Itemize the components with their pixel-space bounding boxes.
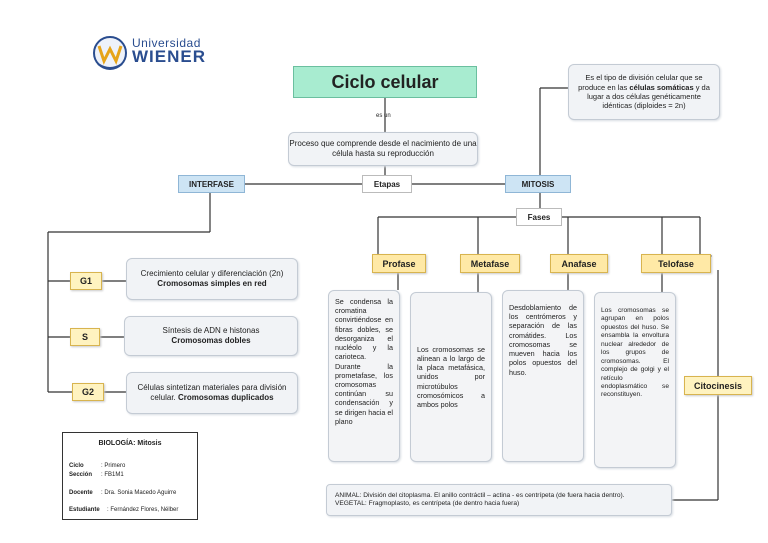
g1-description: Crecimiento celular y diferenciación (2n… bbox=[126, 258, 298, 300]
interfase-node: INTERFASE bbox=[178, 175, 245, 193]
stage-g1: G1 bbox=[70, 272, 102, 290]
mitosis-definition: Es el tipo de división celular que se pr… bbox=[568, 64, 720, 120]
logo-text-universidad: Universidad bbox=[132, 36, 201, 50]
fases-label: Fases bbox=[516, 208, 562, 226]
anafase-description: Desdoblamiento de los centrómeros y sepa… bbox=[502, 290, 584, 462]
stage-g2: G2 bbox=[72, 383, 104, 401]
citocinesis-node: Citocinesis bbox=[684, 376, 752, 395]
stage-s: S bbox=[70, 328, 100, 346]
phase-metafase: Metafase bbox=[460, 254, 520, 273]
citocinesis-vegetal: VEGETAL: Fragmoplasto, es centrípeta (de… bbox=[335, 500, 520, 507]
connector-label-es-un: es un bbox=[376, 113, 391, 119]
etapas-label: Etapas bbox=[362, 175, 412, 193]
info-row-ciclo: Ciclo: Primero bbox=[69, 463, 126, 469]
phase-telofase: Telofase bbox=[641, 254, 711, 273]
mitosis-node: MITOSIS bbox=[505, 175, 571, 193]
university-logo bbox=[93, 36, 127, 70]
info-title: BIOLOGÍA: Mitosis bbox=[98, 440, 162, 447]
g2-description: Células sintetizan materiales para divis… bbox=[126, 372, 298, 414]
diagram-title: Ciclo celular bbox=[293, 66, 477, 98]
cell-cycle-definition: Proceso que comprende desde el nacimient… bbox=[288, 132, 478, 166]
phase-anafase: Anafase bbox=[550, 254, 608, 273]
telofase-description: Los cromosomas se agrupan en polos opues… bbox=[594, 292, 676, 468]
citocinesis-animal: ANIMAL: División del citoplasma. El anil… bbox=[335, 491, 625, 499]
metafase-description: Los cromosomas se alinean a lo largo de … bbox=[410, 292, 492, 462]
phase-profase: Profase bbox=[372, 254, 426, 273]
profase-description: Se condensa la cromatina convirtiéndose … bbox=[328, 290, 400, 462]
info-row-seccion: Sección: FB1M1 bbox=[69, 472, 124, 478]
info-row-estudiante: Estudiante: Fernández Flores, Nélber bbox=[69, 507, 179, 513]
citocinesis-description: ANIMAL: División del citoplasma. El anil… bbox=[326, 484, 672, 516]
course-info-box: BIOLOGÍA: Mitosis Ciclo: Primero Sección… bbox=[62, 432, 198, 520]
logo-text-wiener: WIENER bbox=[132, 47, 206, 66]
info-row-docente: Docente: Dra. Sonia Macedo Aguirre bbox=[69, 490, 177, 496]
